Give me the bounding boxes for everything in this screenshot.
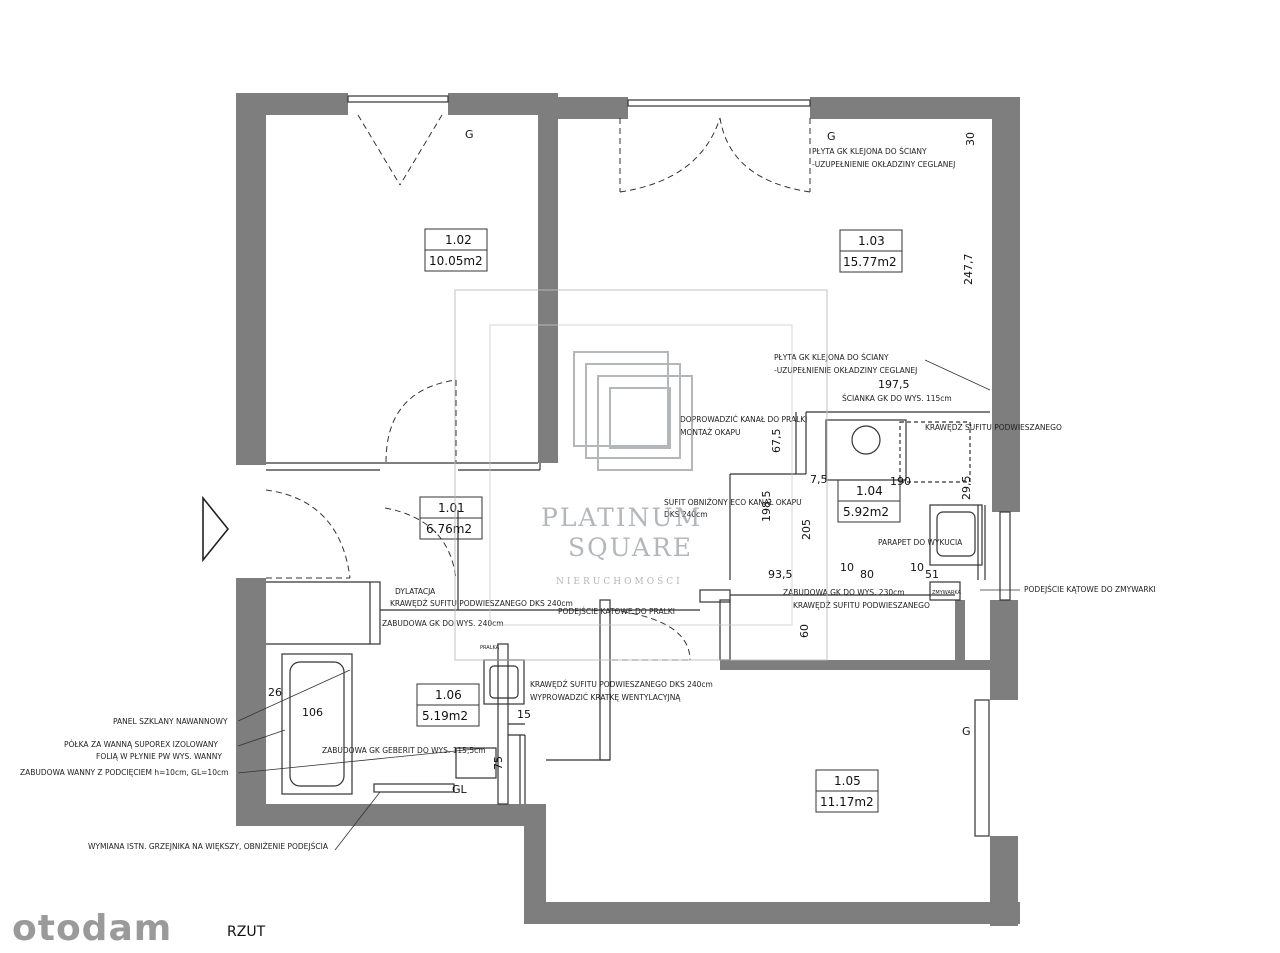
- note-wymiana: WYMIANA ISTN. GRZEJNIKA NA WIĘKSZY, OBNI…: [88, 842, 329, 851]
- watermark-sub: NIERUCHOMOŚCI: [556, 575, 683, 587]
- note-gl: GL: [452, 783, 468, 796]
- wall-left-upper: [236, 93, 266, 465]
- grzejnik-marker-2: G: [827, 130, 836, 143]
- room-1-01-area: 6.76m2: [426, 522, 472, 536]
- room-1-06-number: 1.06: [435, 688, 462, 702]
- entrance-arrow-icon: [202, 495, 230, 563]
- note-doprowadzic-b: MONTAŻ OKAPU: [680, 428, 740, 437]
- note-pralka: PRALKA: [480, 645, 500, 651]
- brand-logo: otodam: [12, 908, 172, 949]
- note-dylatacja: DYLATACJA: [395, 587, 436, 596]
- dim-93-5: 93,5: [768, 568, 793, 581]
- note-plyta-2-a: PŁYTA GK KLEJONA DO ŚCIANY: [774, 353, 889, 362]
- wall-bottom-step: [524, 804, 546, 924]
- watermark-line-2: SQUARE: [568, 533, 693, 562]
- note-krawedz-right: KRAWĘDŹ SUFITU PODWIESZANEGO: [925, 423, 1062, 432]
- dim-51: 51: [925, 568, 939, 581]
- note-zmywarka: ZMYWARKA: [932, 590, 962, 596]
- wall-top-left-a: [256, 93, 348, 115]
- wall-bottom-right: [524, 902, 1020, 924]
- note-polka-a: PÓŁKA ZA WANNĄ SUPOREX IZOLOWANY: [64, 740, 218, 749]
- note-krawedz-bath-b: WYPROWADZIĆ KRATKĘ WENTYLACYJNĄ: [530, 693, 681, 702]
- dim-7-5: 7,5: [810, 473, 828, 486]
- grzejnik-marker-3: G: [962, 725, 971, 738]
- note-doprowadzic-a: DOPROWADZIĆ KANAŁ DO PRALKI: [680, 415, 807, 424]
- note-sufit-obnizony-b: DKS 240cm: [664, 510, 708, 519]
- room-labels: [416, 228, 903, 813]
- note-krawedz-bath-a: KRAWĘDŹ SUFITU PODWIESZANEGO DKS 240cm: [530, 680, 713, 689]
- room-1-05-area: 11.17m2: [820, 795, 874, 809]
- note-geberit: ZABUDOWA GK GEBERIT DO WYS. 115,5cm: [322, 746, 486, 755]
- dim-67-5: 67,5: [770, 429, 783, 454]
- note-zabudowa-240: ZABUDOWA GK DO WYS. 240cm: [382, 619, 504, 628]
- dim-75: 75: [492, 756, 505, 770]
- room-1-03-number: 1.03: [858, 234, 885, 248]
- wall-kitchen-bottom: [720, 660, 995, 670]
- note-zabudowa-wanny: ZABUDOWA WANNY Z PODCIĘCIEM h=10cm, GL=1…: [20, 768, 228, 777]
- note-plyta-1-a: PŁYTA GK KLEJONA DO ŚCIANY: [812, 147, 927, 156]
- wall-top-left-b: [448, 93, 558, 115]
- watermark: PLATINUM SQUARE NIERUCHOMOŚCI: [454, 289, 828, 661]
- room-1-03-area: 15.77m2: [843, 255, 897, 269]
- note-krawedz-kitchen: KRAWĘDŹ SUFITU PODWIESZANEGO: [793, 601, 930, 610]
- walls: [236, 93, 1020, 926]
- dim-15: 15: [517, 708, 531, 721]
- room-1-02-number: 1.02: [445, 233, 472, 247]
- note-plyta-2-b: -UZUPEŁNIENIE OKŁADZINY CEGLANEJ: [774, 366, 917, 375]
- wall-bottom-left: [236, 804, 526, 826]
- dim-26: 26: [268, 686, 282, 699]
- dim-197-5: 197,5: [878, 378, 910, 391]
- note-parapet: PARAPET DO WYKUCIA: [878, 538, 963, 547]
- dim-205: 205: [800, 519, 813, 540]
- wall-right-upper: [992, 97, 1020, 512]
- note-plyta-1-b: -UZUPEŁNIENIE OKŁADZINY CEGLANEJ: [812, 160, 955, 169]
- note-zabudowa-kitchen: ZABUDOWA GK DO WYS. 230cm: [783, 588, 905, 597]
- dim-30: 30: [964, 132, 977, 146]
- wall-top-right-a: [558, 97, 628, 119]
- room-1-01-number: 1.01: [438, 501, 465, 515]
- note-panel-szklany: PANEL SZKLANY NAWANNOWY: [113, 717, 228, 726]
- room-1-06-area: 5.19m2: [422, 709, 468, 723]
- dim-106: 106: [302, 706, 323, 719]
- plan-title: RZUT: [227, 924, 266, 940]
- room-1-04-number: 1.04: [856, 484, 883, 498]
- interior-lines: [266, 95, 1011, 837]
- dim-80: 80: [860, 568, 874, 581]
- wall-kitchen-stub: [955, 600, 965, 660]
- room-1-02-area: 10.05m2: [429, 254, 483, 268]
- note-podejscie-zmywarki: PODEJŚCIE KĄTOWE DO ZMYWARKI: [1024, 585, 1156, 594]
- dim-10-a: 10: [840, 561, 854, 574]
- wall-left-lower: [236, 578, 266, 826]
- dim-29-5: 29,5: [960, 476, 973, 501]
- grzejnik-marker-1: G: [465, 128, 474, 141]
- wall-top-right-b: [810, 97, 1020, 119]
- wall-right-mid: [990, 600, 1018, 700]
- room-1-05-number: 1.05: [834, 774, 861, 788]
- wall-divider-vertical: [538, 93, 558, 463]
- callout-lines: [237, 359, 1020, 851]
- note-podejscie-pralki: PODEJŚCIE KĄTOWE DO PRALKI: [558, 607, 675, 616]
- dim-60: 60: [798, 624, 811, 638]
- watermark-line-1: PLATINUM: [541, 503, 702, 532]
- note-polka-b: FOLIĄ W PŁYNIE PW WYS. WANNY: [96, 752, 222, 761]
- dim-190: 190: [890, 475, 911, 488]
- room-1-04-area: 5.92m2: [843, 505, 889, 519]
- note-krawedz-dks: KRAWĘDŹ SUFITU PODWIESZANEGO DKS 240cm: [390, 599, 573, 608]
- note-scianka: ŚCIANKA GK DO WYS. 115cm: [842, 394, 952, 403]
- note-sufit-obnizony-a: SUFIT OBNIŻONY ECO KANAŁ OKAPU: [664, 498, 802, 507]
- dim-198-5: 198,5: [760, 491, 773, 523]
- dim-247-7: 247,7: [962, 254, 975, 286]
- watermark-logo-icon: [573, 351, 693, 471]
- dim-10-b: 10: [910, 561, 924, 574]
